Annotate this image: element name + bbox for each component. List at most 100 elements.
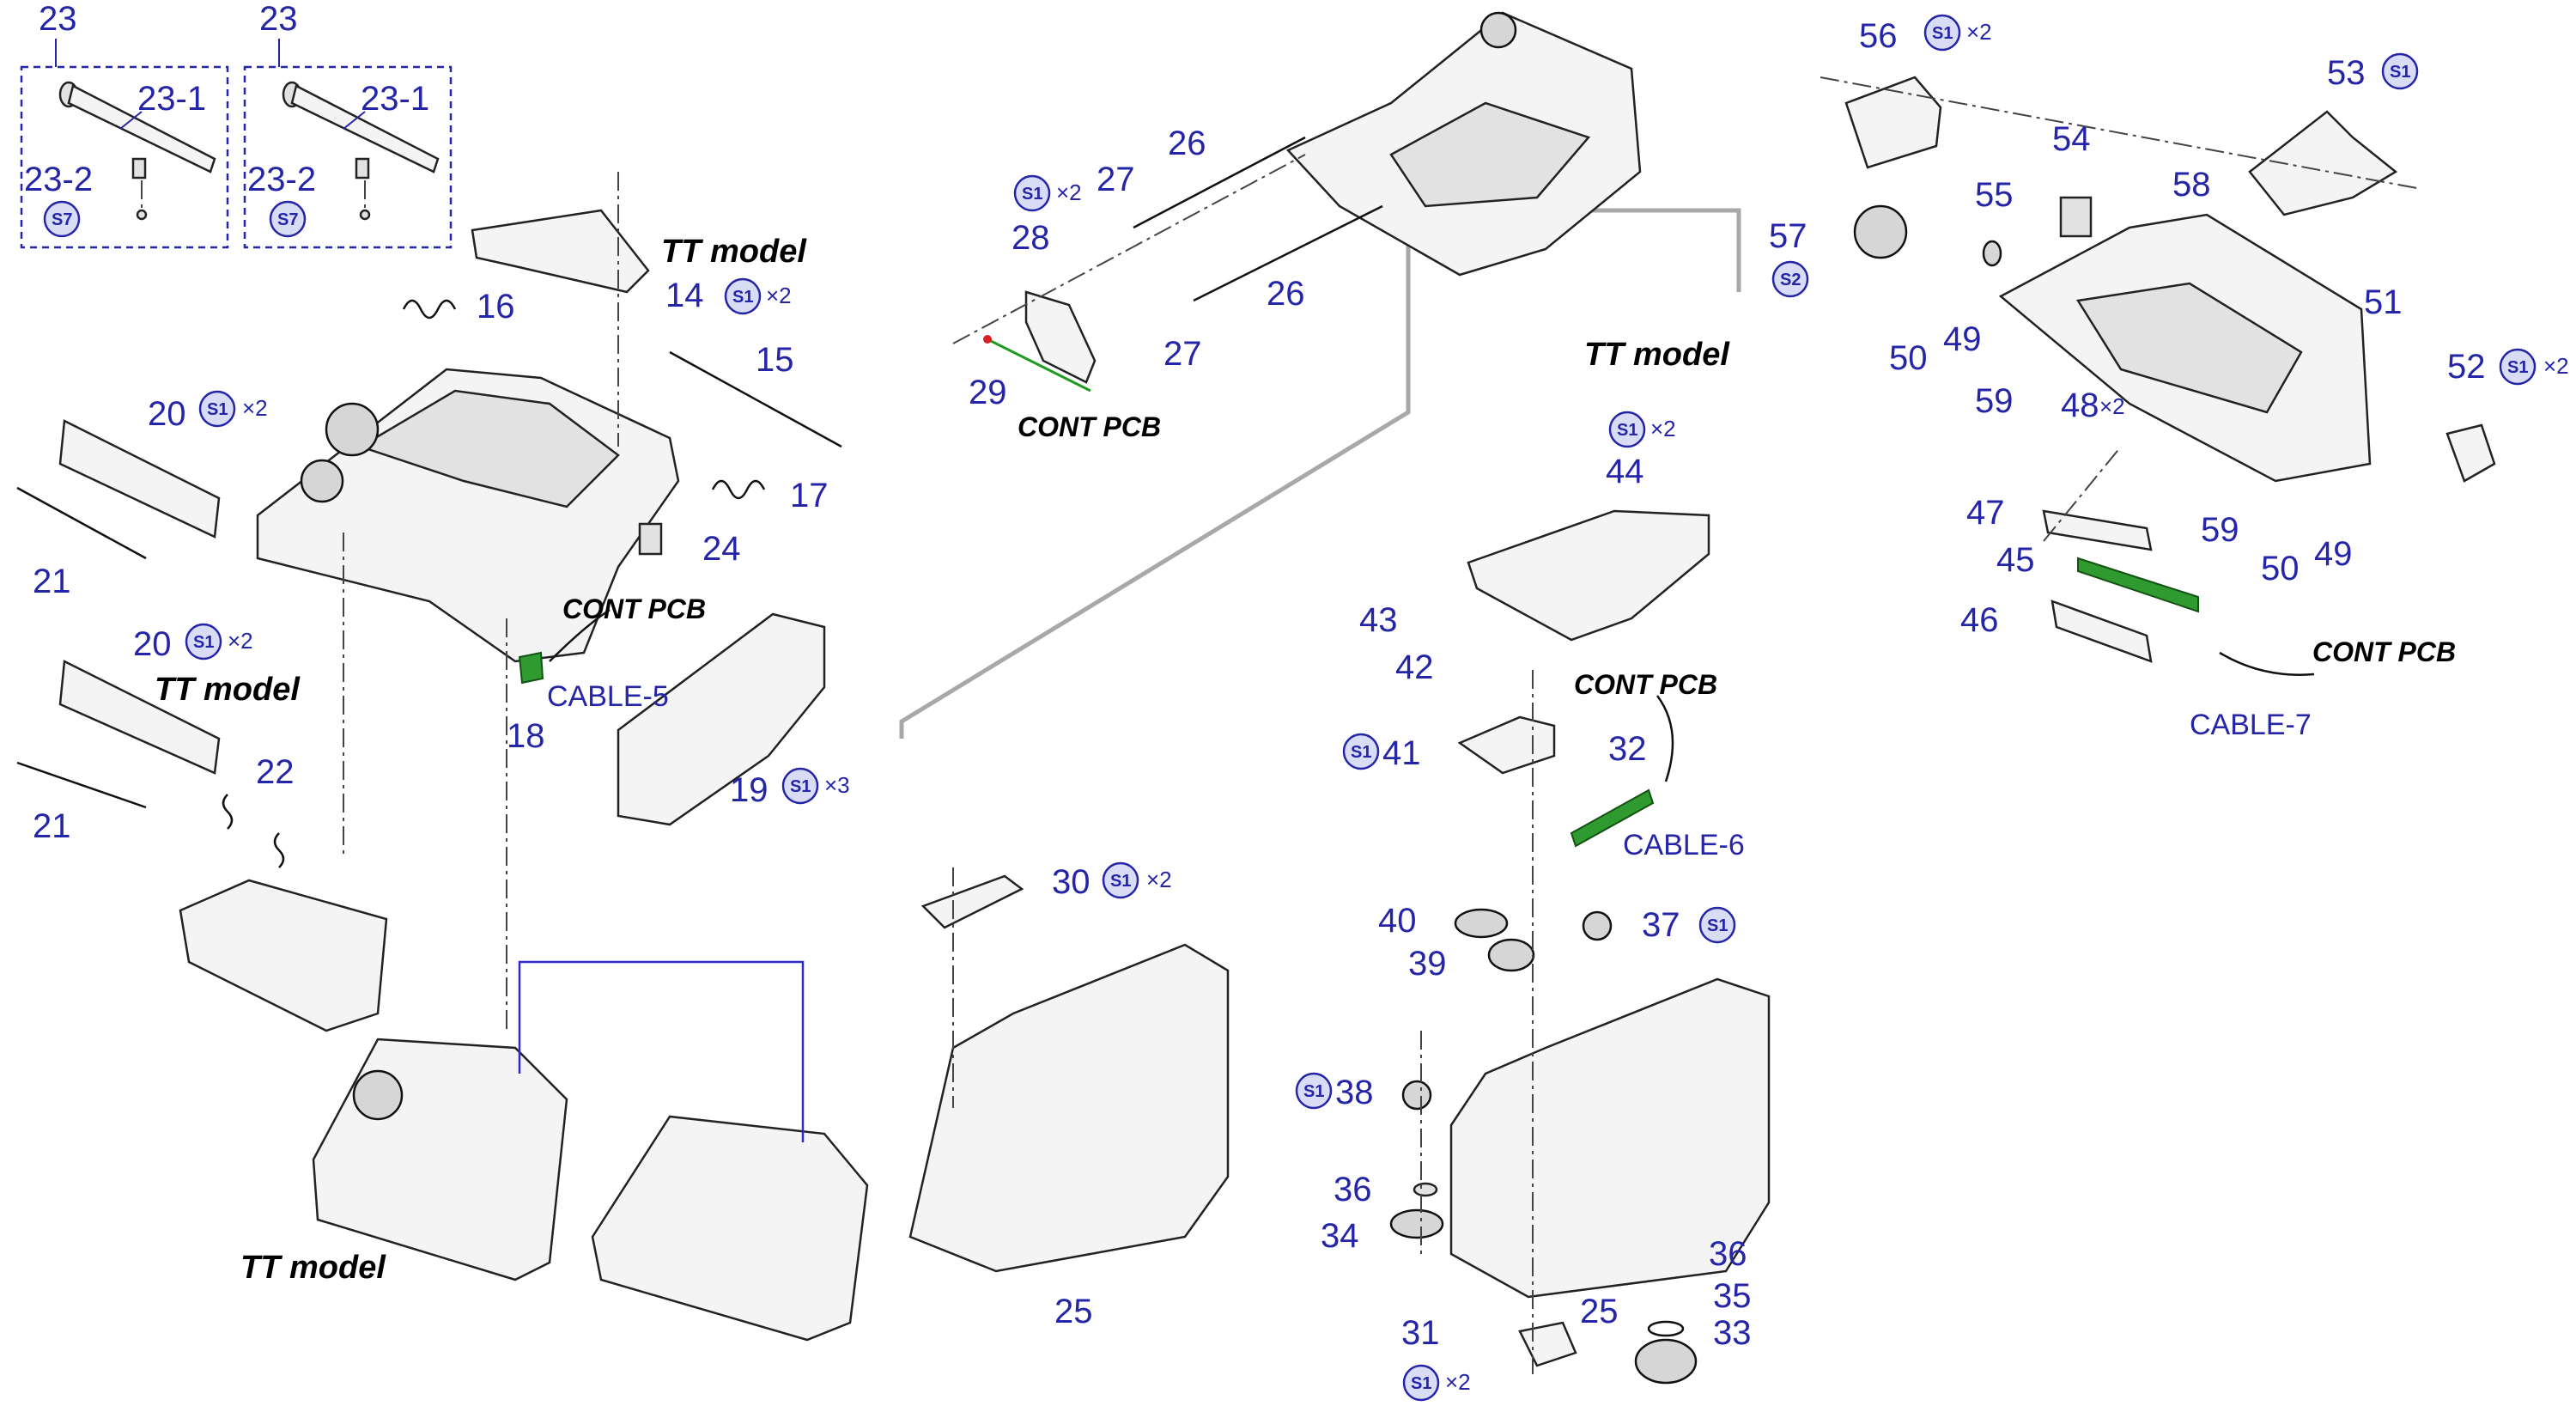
qty-48: ×2 (2099, 393, 2125, 419)
svg-text:S1: S1 (1707, 916, 1728, 935)
label-49-a: 49 (1943, 320, 1982, 358)
svg-text:S1: S1 (1022, 185, 1042, 204)
label-36-a: 36 (1334, 1171, 1372, 1208)
badge-s2-57: S2 (1771, 260, 1809, 298)
svg-text:S2: S2 (1780, 271, 1801, 289)
harness-32 (1570, 788, 1655, 848)
label-44: 44 (1606, 453, 1644, 490)
shaft-15 (669, 350, 842, 448)
label-59-a: 59 (1975, 382, 2014, 420)
badge-s1-31: S1 ×2 (1402, 1364, 1471, 1402)
label-47: 47 (1966, 494, 2005, 532)
shaft-26-a (1133, 136, 1306, 229)
badge-s1-56: S1 ×2 (1923, 14, 1992, 52)
spring-16 (402, 299, 457, 320)
label-26-b: 26 (1267, 275, 1305, 313)
bracket-28 (1024, 290, 1097, 384)
svg-text:S1: S1 (2507, 358, 2528, 377)
label-55: 55 (1975, 176, 2014, 214)
label-56: 56 (1859, 17, 1898, 55)
svg-text:S7: S7 (277, 210, 298, 229)
bracket-24 (638, 522, 663, 556)
label-16: 16 (477, 288, 515, 326)
label-50-a: 50 (1889, 339, 1928, 377)
svg-text:×3: ×3 (824, 772, 850, 798)
svg-text:S1: S1 (1932, 24, 1953, 43)
svg-text:S1: S1 (1110, 872, 1131, 891)
frame-gear-b (300, 459, 344, 503)
svg-text:S1: S1 (1351, 743, 1371, 762)
label-24: 24 (702, 530, 741, 568)
svg-text:S7: S7 (52, 210, 72, 229)
paper-guide-20-a (58, 419, 221, 539)
end-plate-52 (2445, 423, 2496, 483)
label-20-b: 20 (133, 625, 172, 663)
badge-s1-20a: S1 ×2 (198, 390, 268, 428)
bracket-41 (1457, 715, 1556, 775)
gear-37 (1582, 910, 1613, 941)
label-18: 18 (507, 717, 545, 755)
platen-roller-23-b (282, 81, 440, 173)
shaft-21-a (16, 486, 147, 560)
side-plate-53 (2248, 110, 2398, 216)
right-top-assembly (1820, 76, 2496, 676)
svg-text:×2: ×2 (1445, 1369, 1471, 1395)
label-23-b: 23 (259, 0, 298, 38)
svg-text:×2: ×2 (1146, 867, 1172, 892)
svg-text:S1: S1 (732, 288, 753, 307)
label-27-a: 27 (1097, 161, 1135, 198)
badge-s1-37: S1 (1698, 906, 1736, 944)
label-50-b: 50 (2261, 550, 2300, 587)
label-19: 19 (730, 771, 769, 809)
bracket-47 (2042, 509, 2153, 551)
label-48: 48 (2061, 386, 2099, 424)
model-notes: TT model TT model TT model TT model CONT… (155, 234, 2456, 1286)
gear-33 (1634, 1338, 1698, 1385)
gear-39 (1487, 938, 1535, 972)
label-40: 40 (1378, 902, 1417, 940)
svg-text:×2: ×2 (2543, 353, 2569, 379)
bracket-44 (1467, 509, 1710, 642)
note-tt-model-4: TT model (240, 1250, 386, 1286)
label-21-b: 21 (33, 807, 71, 845)
badge-s1-53: S1 (2381, 52, 2419, 90)
ring-35 (1647, 1320, 1685, 1337)
sensor-18 (518, 651, 544, 685)
label-43: 43 (1359, 601, 1398, 639)
label-35: 35 (1713, 1277, 1752, 1315)
svg-text:×2: ×2 (1650, 416, 1676, 441)
label-49-b: 49 (2314, 535, 2353, 573)
spring-17 (711, 479, 766, 500)
gear-57 (1853, 204, 1908, 259)
note-tt-model-2: TT model (1584, 337, 1730, 373)
label-45: 45 (1996, 541, 2035, 579)
roller-variant-box-b (243, 65, 453, 249)
label-15: 15 (756, 341, 794, 379)
note-cont-pcb-3: CONT PCB (1574, 669, 1717, 700)
badge-s1-38: S1 (1295, 1072, 1333, 1110)
badge-s1-41: S1 (1342, 733, 1380, 770)
svg-text:S1: S1 (790, 777, 811, 796)
left-assembly (16, 172, 869, 1342)
badge-s7-b: S7 (269, 200, 307, 238)
svg-text:S1: S1 (1411, 1374, 1431, 1393)
label-29: 29 (969, 374, 1007, 411)
svg-text:×2: ×2 (228, 628, 253, 654)
label-32: 32 (1608, 730, 1647, 768)
label-51: 51 (2364, 283, 2403, 321)
label-37: 37 (1642, 906, 1680, 944)
label-26-a: 26 (1168, 125, 1206, 162)
note-tt-model-3: TT model (155, 672, 301, 708)
label-38: 38 (1335, 1074, 1374, 1111)
label-23-2-b: 23-2 (247, 161, 316, 198)
svg-text:S1: S1 (193, 633, 214, 652)
label-14: 14 (665, 277, 704, 314)
label-53: 53 (2327, 54, 2366, 92)
side-plate-56 (1844, 76, 1942, 169)
label-42: 42 (1395, 648, 1434, 686)
label-57: 57 (1769, 217, 1807, 255)
note-cont-pcb-2: CONT PCB (1018, 411, 1161, 442)
label-25-a: 25 (1054, 1293, 1093, 1330)
label-17: 17 (790, 477, 829, 514)
